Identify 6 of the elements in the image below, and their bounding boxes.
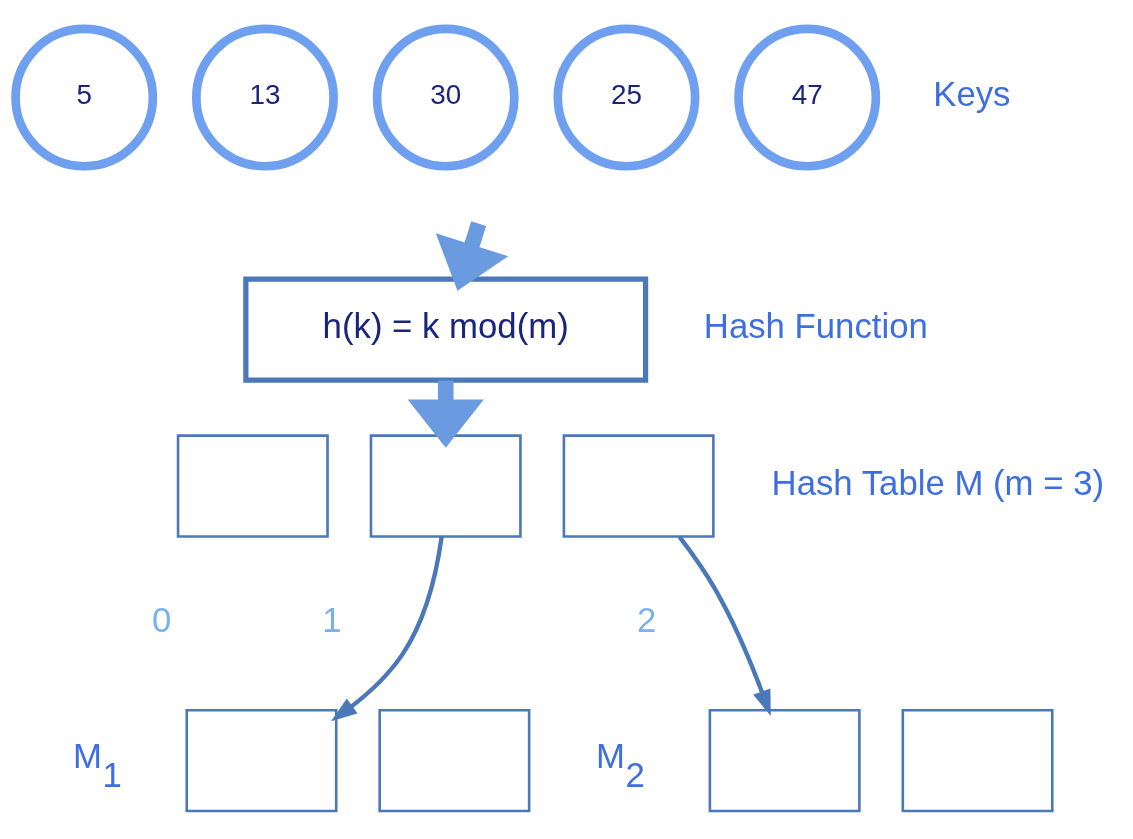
label: 0 bbox=[151, 600, 172, 639]
label: 2 bbox=[636, 600, 657, 639]
label: Keys bbox=[933, 74, 1011, 113]
label: 1 bbox=[322, 600, 342, 639]
label: Hash Table M (m = 3) bbox=[771, 463, 1105, 502]
label: Hash Function bbox=[703, 306, 928, 345]
